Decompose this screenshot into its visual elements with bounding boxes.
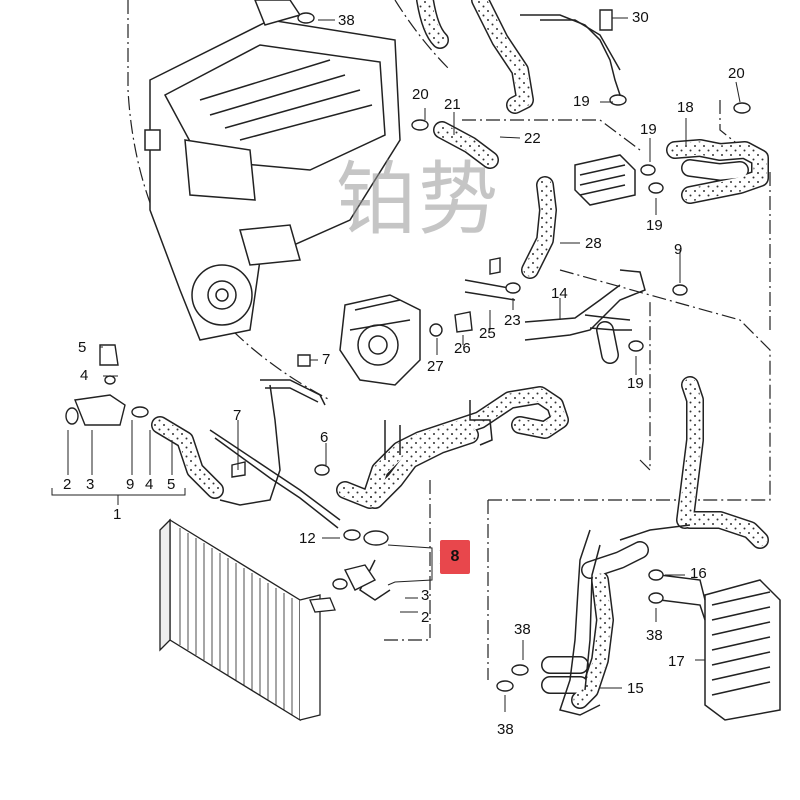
callout-14: 14 bbox=[551, 285, 568, 302]
callout-17: 17 bbox=[668, 653, 685, 670]
callout-18: 18 bbox=[677, 99, 694, 116]
callout-28: 28 bbox=[585, 235, 602, 252]
callout-19: 19 bbox=[573, 93, 590, 110]
callout-15: 15 bbox=[627, 680, 644, 697]
callout-6: 6 bbox=[320, 429, 329, 446]
callout-9: 9 bbox=[126, 476, 135, 493]
callout-20: 20 bbox=[728, 65, 745, 82]
callout-9: 9 bbox=[674, 241, 683, 258]
radiator bbox=[159, 518, 336, 722]
callout-4: 4 bbox=[145, 476, 154, 493]
watermark: 铂势 bbox=[336, 153, 500, 246]
callout-16: 16 bbox=[690, 565, 707, 582]
water-pump bbox=[339, 294, 421, 386]
callout-19: 19 bbox=[640, 121, 657, 138]
callout-3: 3 bbox=[421, 587, 430, 604]
callout-3: 3 bbox=[86, 476, 95, 493]
callout-23: 23 bbox=[504, 312, 521, 329]
callout-2: 2 bbox=[63, 476, 72, 493]
callout-38: 38 bbox=[338, 12, 355, 29]
oil-cooler bbox=[574, 154, 636, 206]
callout-25: 25 bbox=[479, 325, 496, 342]
callout-21: 21 bbox=[444, 96, 461, 113]
callout-5: 5 bbox=[167, 476, 176, 493]
callout-4: 4 bbox=[80, 367, 89, 384]
callout-7: 7 bbox=[233, 407, 242, 424]
callout-7: 7 bbox=[322, 351, 331, 368]
engine-block bbox=[144, 0, 401, 341]
leader-lines bbox=[51, 17, 741, 712]
heater-core bbox=[704, 579, 781, 721]
callout-19: 19 bbox=[627, 375, 644, 392]
pipes bbox=[209, 14, 706, 716]
callout-27: 27 bbox=[427, 358, 444, 375]
callout-2: 2 bbox=[421, 609, 430, 626]
callout-22: 22 bbox=[524, 130, 541, 147]
callout-30: 30 bbox=[632, 9, 649, 26]
callout-26: 26 bbox=[454, 340, 471, 357]
callout-20: 20 bbox=[412, 86, 429, 103]
callout-12: 12 bbox=[299, 530, 316, 547]
callout-38: 38 bbox=[497, 721, 514, 738]
callout-38: 38 bbox=[514, 621, 531, 638]
clamps bbox=[65, 9, 751, 692]
callout-1: 1 bbox=[113, 506, 122, 523]
highlighted-callout-8: 8 bbox=[440, 540, 470, 574]
callout-19: 19 bbox=[646, 217, 663, 234]
callout-38: 38 bbox=[646, 627, 663, 644]
hoses bbox=[151, 0, 769, 709]
callout-5: 5 bbox=[78, 339, 87, 356]
